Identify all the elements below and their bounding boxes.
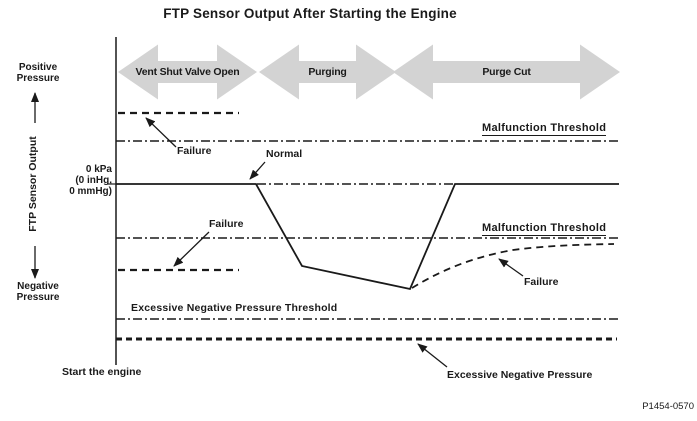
failure-label-top: Failure — [177, 145, 212, 157]
failure-label-mid: Failure — [209, 218, 244, 230]
failure-label-right: Failure — [524, 276, 559, 288]
excessive-arrow — [417, 343, 448, 368]
failure-top-arrow — [145, 117, 177, 148]
excessive-negative-threshold-label: Excessive Negative Pressure Threshold — [131, 302, 338, 314]
normal-label: Normal — [266, 148, 303, 160]
diagram-lines — [107, 37, 619, 365]
phase-label-purge-cut: Purge Cut — [482, 66, 531, 78]
normal-arrow — [249, 161, 266, 180]
malfunction-threshold-lower-label: Malfunction Threshold — [482, 222, 607, 237]
banner-arrow-purging — [259, 44, 396, 100]
positive-pressure-label: Positive Pressure — [16, 62, 60, 85]
phase-label-vent-shut-valve-open: Vent Shut Valve Open — [135, 66, 240, 78]
phase-banner-arrows — [118, 44, 620, 100]
banner-arrow-purge-cut — [393, 44, 620, 100]
figure-code: P1454-0570 — [642, 401, 694, 412]
series-normal-trace — [116, 183, 619, 291]
annotation-arrows — [31, 92, 524, 368]
zero-kpa-label: 0 kPa (0 inHg, 0 mmHg) — [69, 164, 112, 197]
excessive-negative-pressure-label: Excessive Negative Pressure — [447, 369, 593, 381]
malfunction-threshold-upper-label: Malfunction Threshold — [482, 122, 607, 137]
failure-right-arrow — [498, 258, 524, 277]
negative-pressure-label: Negative Pressure — [16, 281, 60, 304]
series-failure-recovery-curve — [411, 243, 615, 289]
phase-label-purging: Purging — [308, 66, 347, 78]
failure-mid-arrow — [173, 231, 210, 267]
diagram-title: FTP Sensor Output After Starting the Eng… — [163, 6, 457, 21]
start-the-engine-label: Start the engine — [62, 366, 142, 378]
banner-arrow-vent-shut-valve-open — [118, 44, 257, 100]
